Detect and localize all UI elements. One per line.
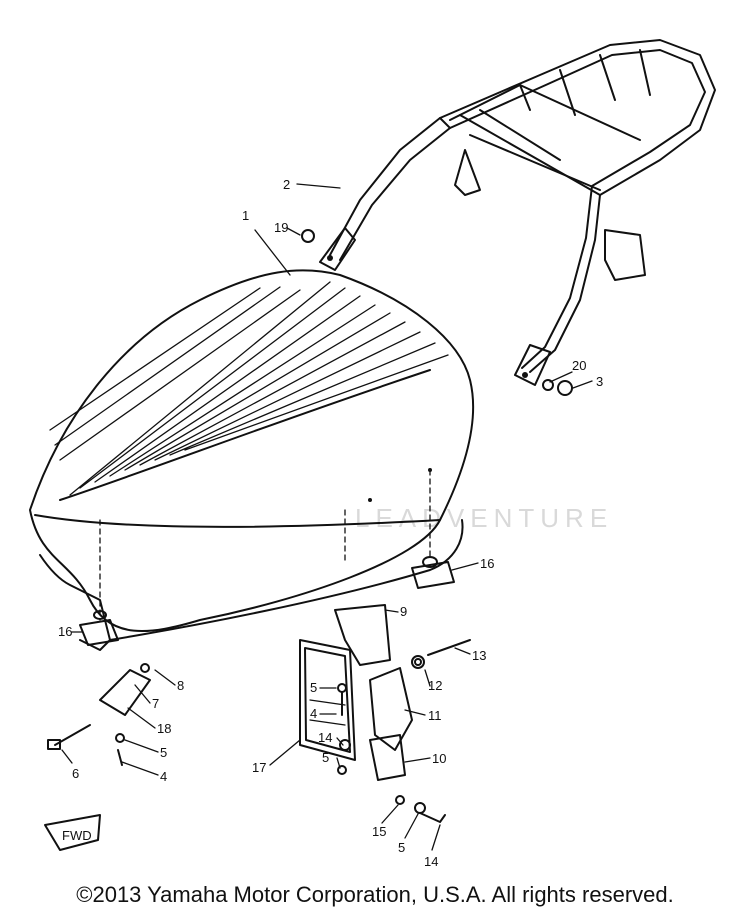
part-label-11: 11 (428, 708, 442, 723)
part-label-5-upper: 5 (310, 680, 317, 695)
damper-right (411, 556, 455, 589)
watermark: LEADVENTURE (355, 503, 613, 533)
pin-13 (427, 639, 471, 656)
part-label-19: 19 (274, 220, 288, 235)
part-label-2: 2 (283, 177, 290, 192)
copyright-notice: ©2013 Yamaha Motor Corporation, U.S.A. A… (76, 882, 674, 907)
part-label-17: 17 (252, 760, 266, 775)
part-label-12: 12 (428, 678, 442, 693)
plate-10 (369, 734, 406, 781)
part-label-7: 7 (152, 696, 159, 711)
part-label-4-left: 4 (160, 769, 167, 784)
part-label-6: 6 (72, 766, 79, 781)
seat-exploded-diagram: LEADVENTURE (29, 39, 716, 869)
lock-bracket-17 (299, 639, 356, 761)
grab-rail (319, 39, 716, 386)
part-label-5-left: 5 (160, 745, 167, 760)
hardware-left (47, 663, 151, 766)
hardware-rail (301, 229, 573, 396)
part-label-8: 8 (177, 678, 184, 693)
part-label-18: 18 (157, 721, 171, 736)
part-label-10: 10 (432, 751, 446, 766)
catch-11 (369, 667, 413, 751)
part-label-5-bottom: 5 (398, 840, 405, 855)
part-label-3: 3 (596, 374, 603, 389)
part-label-1: 1 (242, 208, 249, 223)
seat (29, 229, 475, 651)
part-label-20: 20 (572, 358, 586, 373)
part-label-9: 9 (400, 604, 407, 619)
damper-left (79, 610, 119, 646)
part-label-14-upper: 14 (318, 730, 332, 745)
bracket-9 (334, 604, 391, 666)
part-label-4-center: 4 (310, 706, 317, 721)
part-label-15: 15 (372, 824, 386, 839)
part-label-5-lower: 5 (322, 750, 329, 765)
part-label-13: 13 (472, 648, 486, 663)
leader-lines (61, 183, 593, 851)
part-label-16-right: 16 (480, 556, 494, 571)
hardware-center (337, 683, 446, 823)
part-labels: 1 2 3 19 20 16 16 8 7 18 5 4 6 9 5 4 12 … (58, 177, 603, 869)
fwd-label: FWD (62, 828, 92, 843)
spring-12 (411, 655, 425, 669)
fwd-arrow: FWD (44, 814, 101, 851)
part-label-16-left: 16 (58, 624, 72, 639)
part-label-14-bottom: 14 (424, 854, 438, 869)
